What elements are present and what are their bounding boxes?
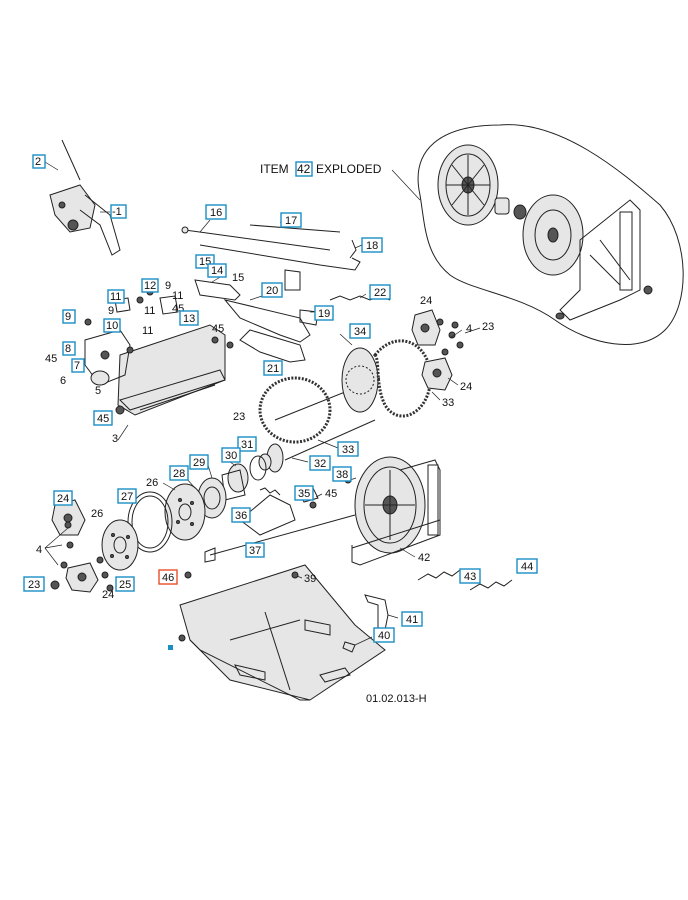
callout-11b: 11 [172,290,183,302]
callout-16: 16 [210,207,222,219]
callout-38: 38 [336,469,348,481]
callout-35: 35 [298,488,310,500]
callout-10: 10 [106,320,118,332]
callout-11a: 11 [110,291,121,303]
callout-17: 17 [285,215,297,227]
callout-11c: 11 [144,305,155,317]
callout-33b: 33 [342,444,354,456]
callout-26: 26 [146,477,158,489]
lower-shaft [204,485,356,563]
callout-23c: 23 [28,579,40,591]
callout-39: 39 [304,573,316,585]
callout-4b: 4 [36,544,42,556]
callout-8: 8 [65,343,71,355]
callout-44: 44 [521,561,533,573]
clutch-pack [101,455,281,571]
right-bearings [411,309,481,391]
callout-20: 20 [266,285,278,297]
callout-45e: 45 [325,488,337,500]
callout-30: 30 [225,450,237,462]
callout-1: -1 [112,206,122,218]
exploded-caption-suffix: EXPLODED [316,162,382,176]
callout-23a: 23 [482,321,494,333]
callout-15b: 15 [232,272,244,284]
callout-24a: 24 [420,295,432,307]
callout-22: 22 [374,287,386,299]
callout-24b: 24 [460,381,472,393]
exploded-caption-prefix: ITEM [260,162,289,176]
callout-32: 32 [314,458,326,470]
callout-40: 40 [378,630,390,642]
callout-11d: 11 [142,325,153,337]
springs-and-bracket [364,569,513,631]
callout-19: 19 [318,308,330,320]
drive-wheel-assembly [344,456,441,566]
callout-4a: 4 [466,323,472,335]
callout-21: 21 [267,363,279,375]
callout-36: 36 [235,510,247,522]
callout-9c: 9 [65,311,71,323]
drawing-number: 01.02.013-H [366,693,427,705]
callout-29: 29 [193,457,205,469]
callout-45d: 45 [97,413,109,425]
callout-18: 18 [366,240,378,252]
exploded-view-bubble [391,124,684,345]
callout-13: 13 [183,313,195,325]
callout-14: 14 [211,265,223,277]
callout-46: 46 [162,572,174,584]
callout-9b: 9 [108,305,114,317]
exploded-caption: ITEM 42 EXPLODED [260,161,382,177]
shift-rods [181,219,363,271]
callout-42: 42 [418,552,430,564]
callout-43: 43 [464,571,476,583]
control-lever-assembly [44,139,121,256]
left-bearings [44,499,114,593]
callout-26b: 26 [91,508,103,520]
callout-45c: 45 [212,323,224,335]
callout-34: 34 [354,326,366,338]
exploded-caption-item: 42 [297,162,311,176]
callout-7: 7 [74,360,80,372]
callout-37: 37 [249,545,261,557]
callout-3: 3 [112,433,118,445]
callout-24c: 24 [57,493,69,505]
callout-28: 28 [173,468,185,480]
axle-chain-assembly [258,333,441,473]
callout-6: 6 [60,375,66,387]
callout-24d: 24 [102,589,114,601]
callout-12: 12 [144,280,156,292]
callout-5: 5 [95,385,101,397]
callout-31: 31 [241,439,253,451]
callout-45b: 45 [45,353,57,365]
callout-33a: 33 [442,397,454,409]
callout-23b: 23 [233,411,245,423]
callout-25: 25 [119,579,131,591]
callout-9a: 9 [165,280,171,292]
linkage-brackets [194,269,391,363]
callout-2: 2 [35,156,41,168]
bottom-plate [168,564,386,701]
callouts: 2 -1 16 17 18 15 14 15 20 19 22 11 12 9 … [23,154,538,643]
callout-41: 41 [406,614,418,626]
callout-27: 27 [121,491,133,503]
